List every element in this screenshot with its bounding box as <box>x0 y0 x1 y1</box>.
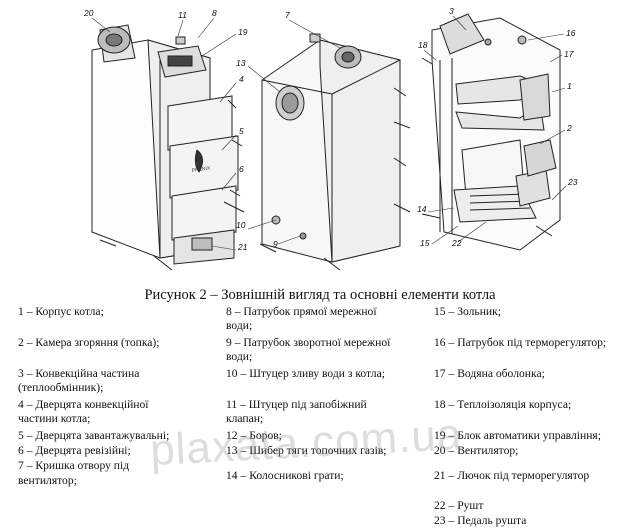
callout-9: 9 <box>273 239 278 249</box>
legend-item: 5 – Дверцята завантажувальні; <box>18 429 170 442</box>
legend-item: 16 – Патрубок під терморегулятор; <box>434 336 607 349</box>
legend-item: 20 – Вентилятор; <box>434 444 519 457</box>
callout-18: 18 <box>418 40 428 50</box>
callout-20: 20 <box>83 8 94 18</box>
legend-item: 6 – Дверцята ревізійні; <box>18 444 131 457</box>
callout-5: 5 <box>239 126 244 136</box>
callout-14: 14 <box>417 204 427 214</box>
callout-4: 4 <box>239 74 244 84</box>
legend-item: 19 – Блок автоматики управління; <box>434 429 601 442</box>
legend-item: клапан; <box>226 412 264 425</box>
legend-item: 8 – Патрубок прямої мережної <box>226 305 377 318</box>
legend-item: 22 – Рушт <box>434 499 484 512</box>
figure-caption: Рисунок 2 – Зовнішній вигляд та основні … <box>144 287 496 303</box>
legend-item: 17 – Водяна оболонка; <box>434 367 545 380</box>
callout-22: 22 <box>451 238 462 248</box>
boiler-figure: 20 11 8 19 4 5 6 10 21 7 13 9 3 16 17 18… <box>83 6 578 271</box>
legend-item: (теплообмінник); <box>18 381 104 394</box>
legend-item: води; <box>226 350 253 363</box>
legend-item: 18 – Теплоізоляція корпуса; <box>434 398 572 411</box>
legend-item: 11 – Штуцер під запобіжний <box>226 398 367 411</box>
legend-item: 12 – Боров; <box>226 429 282 442</box>
legend-item: 14 – Колосникові грати; <box>226 469 344 482</box>
callout-7: 7 <box>285 10 290 20</box>
legend-item: вентилятор; <box>18 474 77 487</box>
legend-item: 13 – Шибер тяги топочних газів; <box>226 444 387 457</box>
callout-1: 1 <box>567 81 572 91</box>
site-watermark: plaxata.com.ua <box>148 409 464 476</box>
callout-3: 3 <box>449 6 454 16</box>
callout-16: 16 <box>566 28 576 38</box>
legend-item: 3 – Конвекційна частина <box>18 367 140 380</box>
callout-17: 17 <box>564 49 574 59</box>
callout-8: 8 <box>212 8 217 18</box>
callout-19: 19 <box>238 27 248 37</box>
legend-item: 2 – Камера згоряння (топка); <box>18 336 160 349</box>
boiler-cutaway-view <box>421 13 561 251</box>
callout-15: 15 <box>420 238 430 248</box>
legend-item: 23 – Педаль рушта <box>434 514 527 527</box>
legend-item: води; <box>226 319 253 332</box>
legend-item: 9 – Патрубок зворотної мережної <box>226 336 391 349</box>
callout-11: 11 <box>178 10 187 20</box>
legend-item: 21 – Лючок під терморегулятор <box>434 469 590 482</box>
callout-2: 2 <box>566 123 572 133</box>
callout-21: 21 <box>237 242 248 252</box>
legend-item: 4 – Дверцята конвекційної <box>18 398 149 411</box>
legend-item: частини котла; <box>18 412 91 425</box>
boiler-front-view <box>91 24 245 271</box>
legend-item: 1 – Корпус котла; <box>18 305 104 318</box>
legend-item: 7 – Кришка отвору під <box>18 459 130 472</box>
callout-13: 13 <box>236 58 246 68</box>
boiler-logo: PHENIX <box>191 165 211 174</box>
legend-item: 10 – Штуцер зливу води з котла; <box>226 367 385 380</box>
callout-10: 10 <box>236 220 246 230</box>
callout-6: 6 <box>239 164 244 174</box>
callout-23: 23 <box>567 177 578 187</box>
legend-item: 15 – Зольник; <box>434 305 501 318</box>
boiler-rear-view <box>259 33 411 271</box>
